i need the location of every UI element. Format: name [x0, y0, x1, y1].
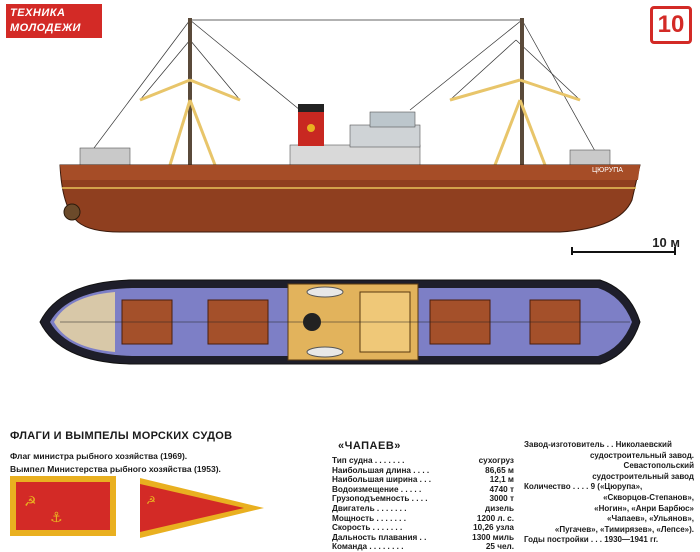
ship-deck-plan	[39, 279, 641, 365]
magazine-logo: ТЕХНИКА МОЛОДЕЖИ	[6, 4, 102, 38]
ship-side-profile: ЦЮРУПА	[59, 18, 641, 233]
builder-line: «Пугачев», «Тимирязев», «Лепсе»).	[554, 524, 694, 534]
spec-key: Команда . . . . . . . .	[332, 542, 404, 552]
spec-row: Грузоподъемность . . . . 3000 т	[332, 494, 514, 504]
flags-section-title: ФЛАГИ И ВЫМПЕЛЫ МОРСКИХ СУДОВ	[10, 430, 233, 442]
spec-value: 12,1 м	[489, 475, 514, 485]
spec-row: Скорость . . . . . . . 10,26 узла	[332, 523, 514, 533]
spec-row: Наибольшая ширина . . . 12,1 м	[332, 475, 514, 485]
builder-line: «Скворцов-Степанов»,	[603, 492, 694, 502]
spec-key: Наибольшая длина . . . .	[332, 465, 430, 475]
spec-key: Грузоподъемность . . . .	[332, 494, 428, 504]
spec-row: Мощность . . . . . . . 1200 л. с.	[332, 514, 514, 524]
ministry-pennant: ☭	[140, 478, 264, 538]
hammer-sickle-icon: ☭	[24, 494, 37, 510]
spec-row: Водоизмещение . . . . . 4740 т	[332, 485, 514, 495]
spec-value: 1300 миль	[472, 532, 514, 542]
spec-key: Скорость . . . . . . .	[332, 523, 403, 533]
builder-line: Севастопольский	[623, 461, 694, 471]
spec-row: Тип судна . . . . . . . сухогруз	[332, 456, 514, 466]
minister-flag: ☭ ⚓	[10, 476, 116, 536]
spec-row: Команда . . . . . . . . 25 чел.	[332, 542, 514, 552]
flag-caption: Флаг министра рыбного хозяйства (1969).	[10, 451, 188, 461]
hull-name: ЦЮРУПА	[592, 167, 623, 174]
builder-line: «Ногин», «Анри Барбюс»	[594, 503, 694, 513]
scale-label: 10 м	[652, 235, 680, 250]
spec-value: дизель	[485, 503, 514, 513]
spec-value: 3000 т	[489, 494, 515, 504]
spec-value: 10,26 узла	[473, 523, 514, 533]
scale-bar: 10 м	[570, 235, 680, 259]
spec-value: 4740 т	[489, 484, 515, 494]
spec-key: Двигатель . . . . . . .	[332, 503, 407, 513]
spec-key: Наибольшая ширина . . .	[332, 475, 432, 485]
builder-line: Завод-изготовитель . . Николаевский	[524, 440, 672, 449]
spec-value: 86,65 м	[485, 465, 514, 475]
spec-value: сухогруз	[478, 456, 514, 465]
spec-row: Наибольшая длина . . . . 86,65 м	[332, 466, 514, 476]
builder-line: Годы постройки . . . 1930—1941 гг.	[524, 535, 659, 545]
builder-line: «Чапаев», «Ульянов»,	[607, 514, 694, 524]
pennant-caption: Вымпел Министерства рыбного хозяйства (1…	[10, 464, 221, 474]
builder-line: Количество . . . . 9 («Цюрупа»,	[524, 482, 643, 492]
anchor-icon: ⚓	[50, 510, 63, 526]
spec-key: Дальность плавания . .	[332, 532, 427, 542]
spec-value: 25 чел.	[485, 542, 514, 552]
spec-key: Мощность . . . . . . .	[332, 513, 407, 523]
spec-key: Водоизмещение . . . . .	[332, 484, 422, 494]
ship-drawing: ЦЮРУПА	[39, 18, 641, 365]
spec-key: Тип судна . . . . . . .	[332, 456, 405, 465]
spec-row: Дальность плавания . . 1300 миль	[332, 533, 514, 543]
spec-value: 1200 л. с.	[476, 513, 514, 523]
ship-name: «ЧАПАЕВ»	[338, 440, 401, 452]
builder-line: судостроительный завод	[592, 471, 694, 481]
spec-row: Двигатель . . . . . . . дизель	[332, 504, 514, 514]
hammer-sickle-icon: ☭	[146, 494, 156, 507]
builder-line: судостроительный завод.	[589, 450, 694, 460]
page-number: 10	[650, 6, 692, 44]
